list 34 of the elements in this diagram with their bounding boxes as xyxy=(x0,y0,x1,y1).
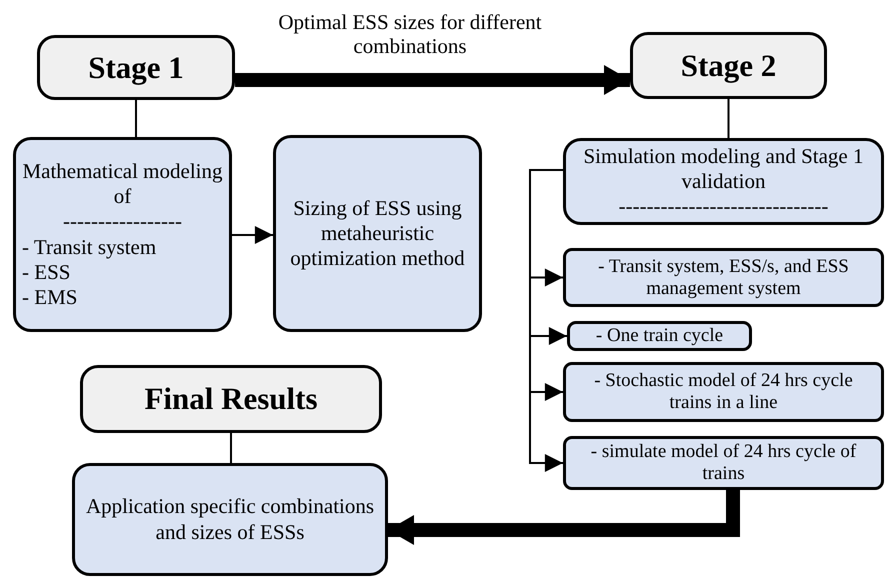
box-text: - Stochastic model of 24 hrs cycle trains in a line xyxy=(593,370,854,414)
connector-line xyxy=(728,99,730,138)
box-text: - EMS xyxy=(22,284,78,310)
box-text: Sizing of ESS using metaheuristic optimization method xyxy=(289,196,466,272)
box-text: - simulate model of 24 hrs cycle of trains xyxy=(590,441,858,485)
box-text: - Transit system, ESS/s, and ESS management system xyxy=(597,256,850,300)
stage-header-box xyxy=(630,32,827,99)
box-text: Application specific combinations and sizes of ESSs xyxy=(84,494,376,545)
arrow xyxy=(529,169,563,472)
box-text: ----------------- xyxy=(63,209,182,234)
process-box xyxy=(563,436,884,490)
box-text: - ESS xyxy=(22,260,70,285)
process-box xyxy=(563,362,884,422)
stage-header-box xyxy=(37,35,235,100)
thick-arrow xyxy=(388,490,740,545)
box-text: - Transit system xyxy=(22,234,156,260)
process-box xyxy=(563,138,884,225)
box-text: ------------------------------ xyxy=(618,194,828,220)
connector-line xyxy=(135,100,137,137)
box-text: Mathematical modeling of xyxy=(22,158,223,210)
process-box xyxy=(13,137,232,332)
arrow xyxy=(232,226,273,244)
process-box xyxy=(273,135,482,332)
stage-title: Final Results xyxy=(144,380,318,418)
process-box xyxy=(72,463,388,576)
connector-line xyxy=(230,433,232,463)
stage-title: Stage 1 xyxy=(88,48,184,86)
process-box xyxy=(563,248,884,307)
process-box xyxy=(567,321,752,351)
stage-header-box xyxy=(80,365,382,433)
box-text: Simulation modeling and Stage 1 validation xyxy=(582,144,864,194)
thick-arrow xyxy=(235,65,630,95)
box-text: - One train cycle xyxy=(596,325,724,347)
stage-title: Stage 2 xyxy=(680,46,776,84)
